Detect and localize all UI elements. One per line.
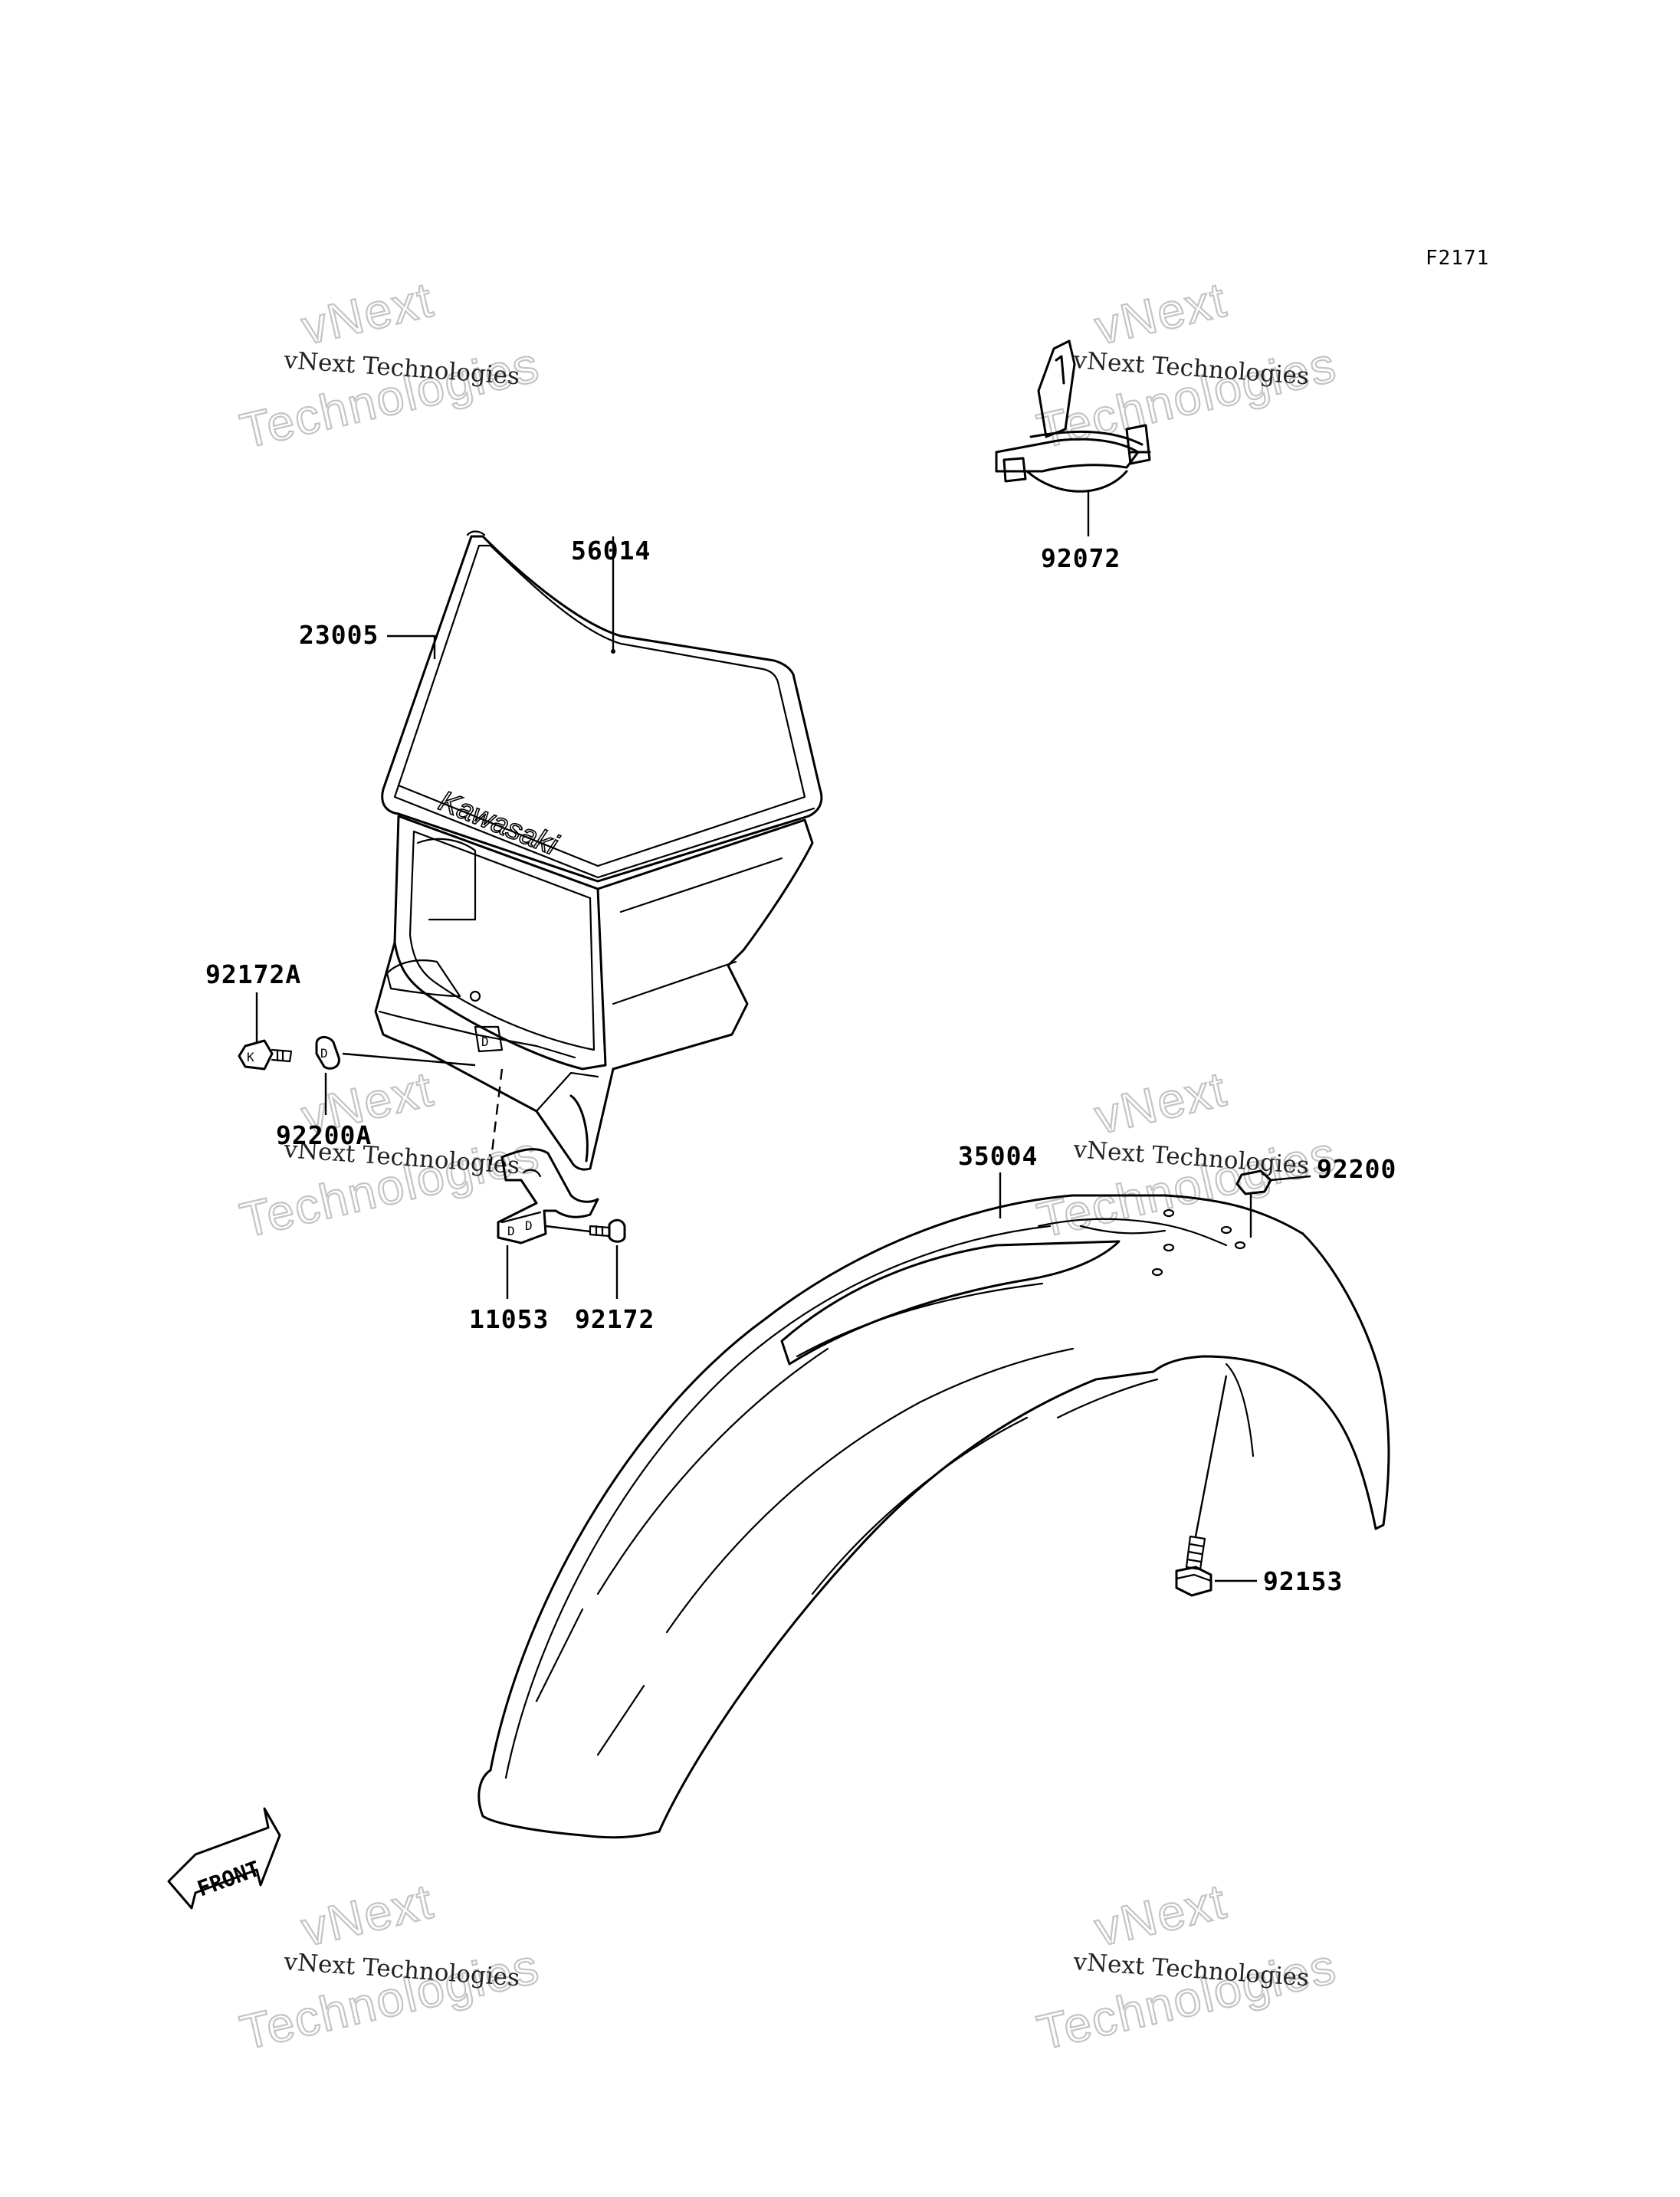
bolt-92153-drawing <box>1175 1375 1257 1597</box>
part-label-11053: 11053 <box>469 1304 549 1334</box>
clamp-part-drawing <box>995 339 1151 536</box>
svg-text:D: D <box>507 1224 515 1238</box>
watermark-vnext: vNext <box>297 1873 438 1956</box>
watermark-top-right: vNext Technologies vNext Technologies <box>1032 271 1343 459</box>
svg-text:D: D <box>320 1046 328 1061</box>
bolt-92172A-drawing: K <box>238 992 293 1071</box>
part-label-92172: 92172 <box>575 1304 655 1334</box>
front-arrow-icon: FRONT <box>167 1807 281 1910</box>
part-label-92200: 92200 <box>1317 1154 1396 1184</box>
watermark-mid-left: vNext Technologies vNext Technologies <box>235 1060 546 1248</box>
part-label-23005: 23005 <box>299 620 379 650</box>
watermark-vnext: vNext <box>1090 1061 1232 1144</box>
front-label: FRONT <box>194 1856 263 1902</box>
front-fender-drawing <box>477 1172 1390 1839</box>
svg-text:D: D <box>481 1035 489 1049</box>
watermark-top-left: vNext Technologies vNext Technologies <box>235 271 546 459</box>
figure-code: F2171 <box>1426 247 1489 270</box>
part-label-35004: 35004 <box>958 1141 1038 1171</box>
part-label-92153: 92153 <box>1263 1566 1343 1596</box>
bracket-11053-drawing: D D <box>489 1068 599 1299</box>
headlight-cover-drawing: D Kawasaki <box>374 530 823 1171</box>
bolt-92172-drawing <box>545 1218 626 1299</box>
svg-text:D: D <box>525 1218 533 1233</box>
part-label-92172A: 92172A <box>205 959 301 989</box>
kawasaki-brand-text: Kawasaki <box>435 785 563 861</box>
part-label-56014: 56014 <box>571 536 651 566</box>
watermark-vnext: vNext <box>1090 271 1232 355</box>
nut-92200A-drawing: D <box>315 1036 476 1115</box>
watermark-bottom-left: vNext Technologies vNext Technologies <box>235 1872 546 2061</box>
watermark-vnext: vNext <box>1090 1873 1232 1956</box>
svg-text:K: K <box>247 1050 254 1064</box>
watermark-vnext: vNext <box>297 271 438 355</box>
nut-92200-drawing <box>1235 1169 1311 1238</box>
part-label-92200A: 92200A <box>276 1120 372 1150</box>
watermark-bottom-right: vNext Technologies vNext Technologies <box>1032 1872 1343 2061</box>
part-label-92072: 92072 <box>1041 543 1121 573</box>
